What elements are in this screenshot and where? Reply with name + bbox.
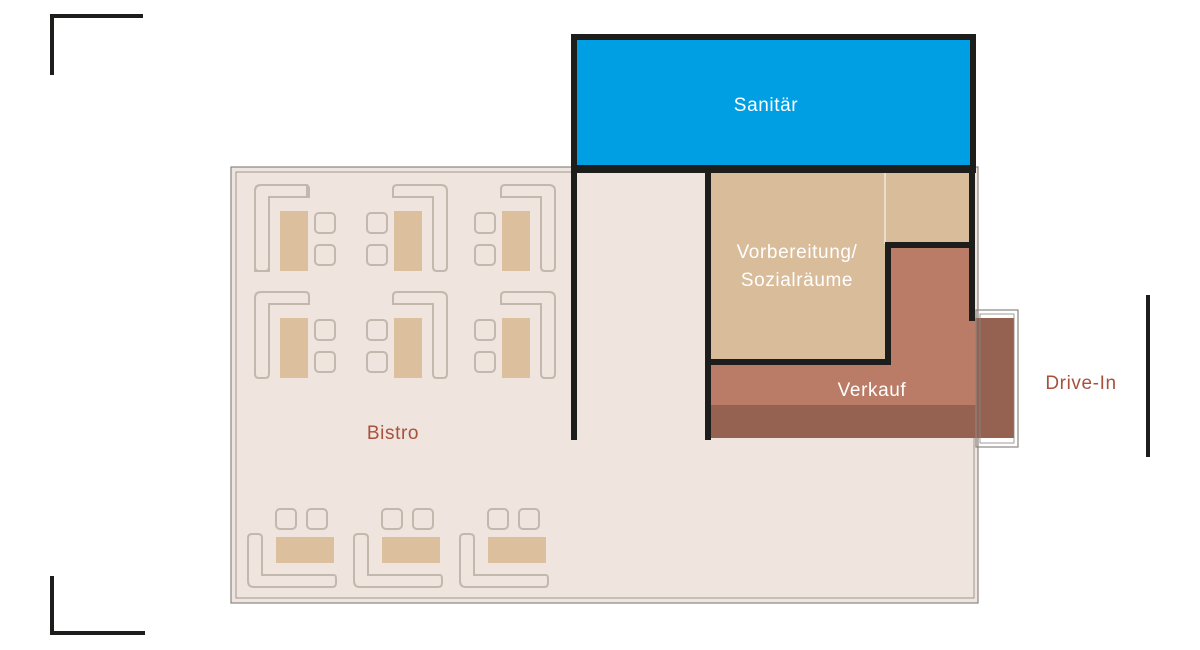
booth-set <box>366 291 448 379</box>
label-vorbereitung-line2: Sozialräume <box>741 270 853 291</box>
booth-set <box>366 184 448 272</box>
label-drive-in: Drive-In <box>1045 373 1116 394</box>
label-bistro: Bistro <box>367 423 419 444</box>
walls <box>571 34 976 440</box>
booth-set <box>254 291 336 379</box>
frame-corner-top-left <box>50 14 143 75</box>
frame-corner-bottom-left <box>50 576 145 635</box>
booth-set <box>247 508 337 588</box>
booth-set <box>459 508 549 588</box>
label-verkauf: Verkauf <box>838 380 907 401</box>
drive-in-window <box>975 309 1019 448</box>
label-sanitaer: Sanitär <box>734 95 798 116</box>
label-vorbereitung-line1: Vorbereitung/ <box>737 242 858 263</box>
booth-set <box>353 508 443 588</box>
booth-set <box>474 184 556 272</box>
booth-set <box>474 291 556 379</box>
booth-set <box>254 184 336 272</box>
